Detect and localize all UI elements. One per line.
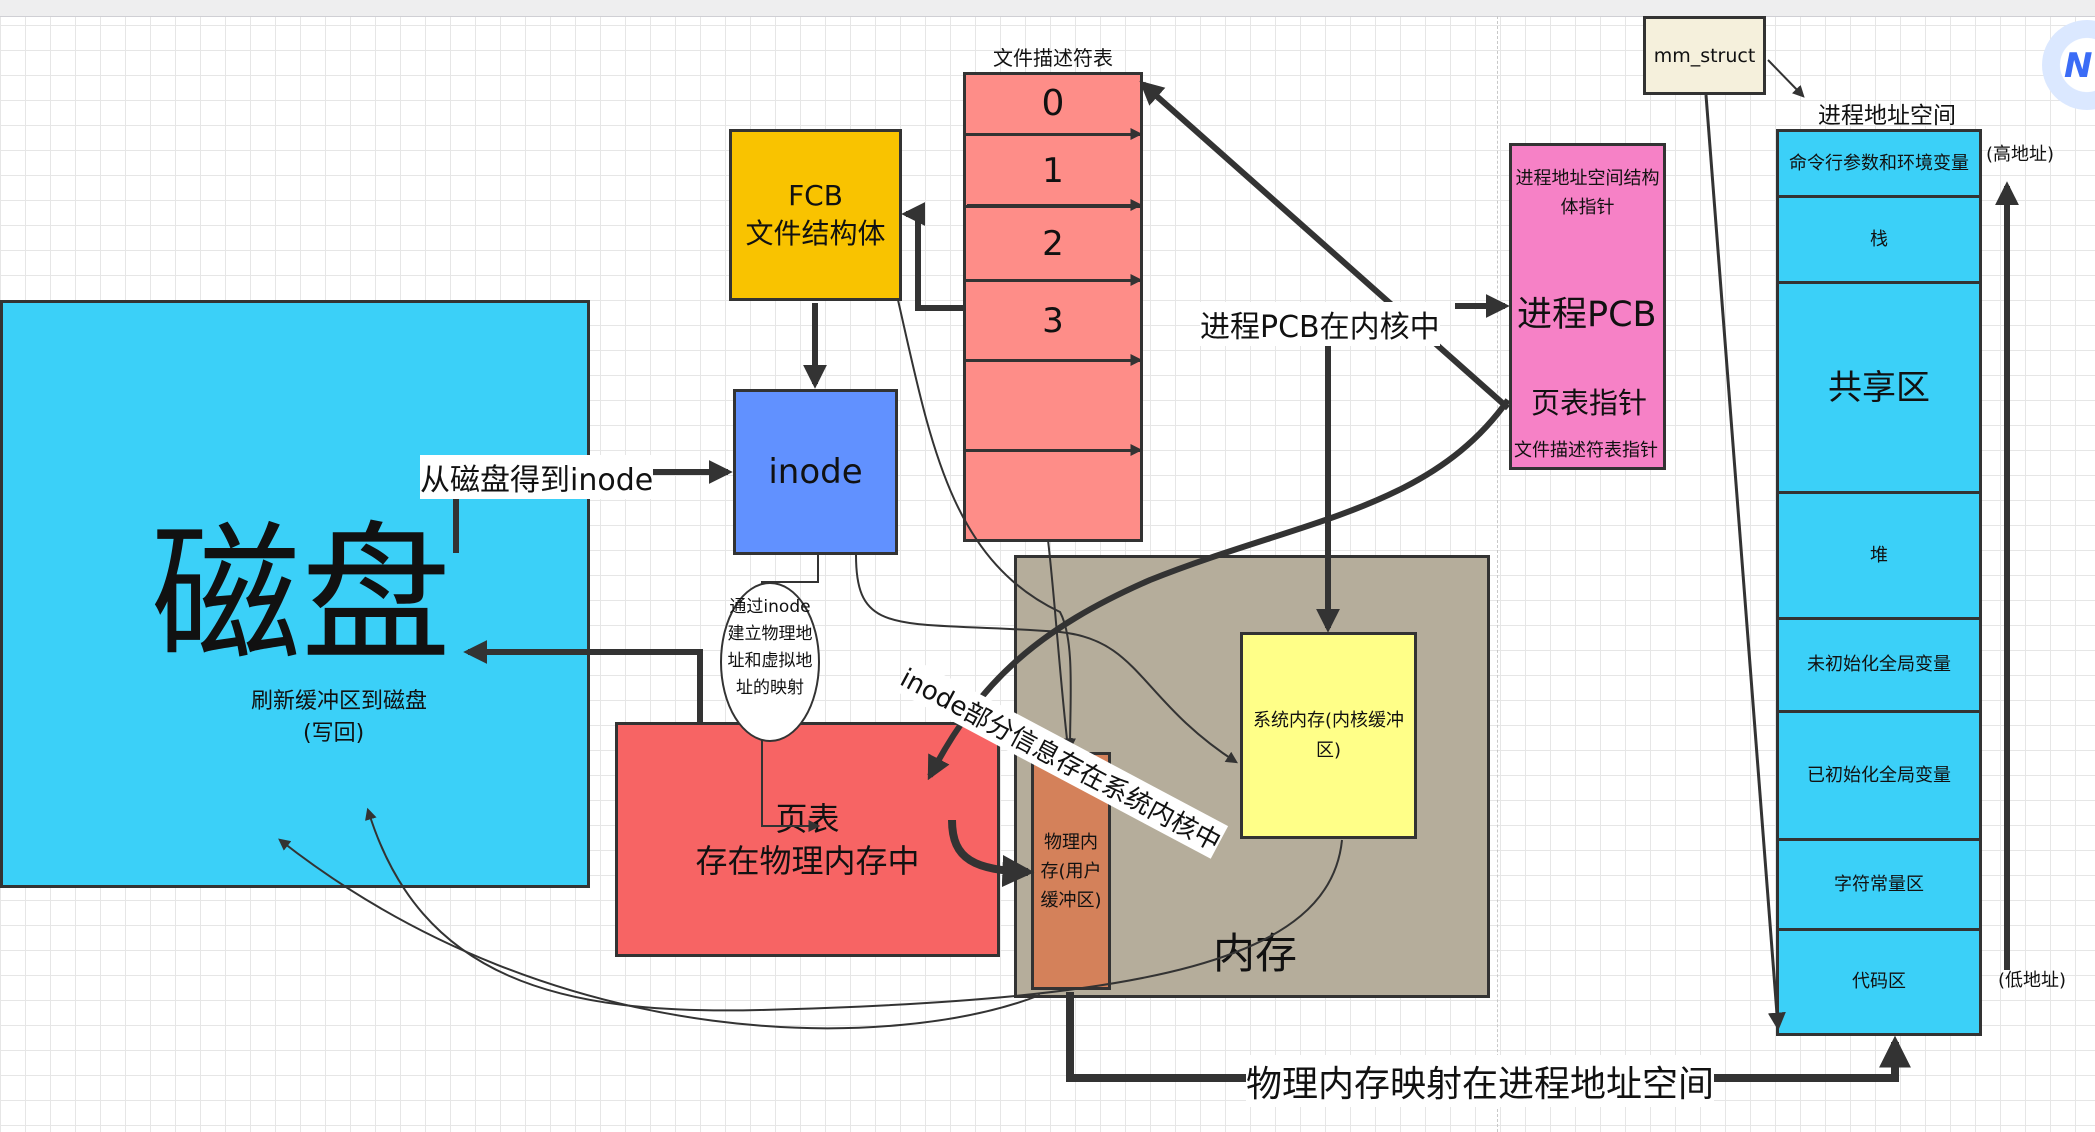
top-bar (0, 0, 2095, 17)
pcb-in-kernel-annotation: 进程PCB在内核中 (1200, 302, 1440, 346)
mm-struct-box[interactable]: mm_struct (1643, 16, 1766, 95)
segment-heap[interactable]: 堆 (1779, 494, 1979, 620)
memory-label: 内存 (1213, 929, 1298, 978)
pcb-title: 进程PCB (1517, 295, 1657, 335)
fcb-label: FCB (788, 179, 843, 212)
fcb-box[interactable]: FCB 文件结构体 (729, 129, 902, 301)
pcb-page-table-pointer: 页表指针 (1531, 386, 1648, 420)
segment-rodata[interactable]: 字符常量区 (1779, 841, 1979, 931)
fd-row-arrows (967, 128, 1143, 456)
inode-mapping-bubble: 通过inode建立物理地址和虚拟地址的映射 (720, 582, 820, 742)
from-disk-annotation: 从磁盘得到inode (420, 455, 654, 499)
fd-entry-1[interactable]: 1 (966, 136, 1140, 208)
mm-to-addrspace-arrow (1767, 59, 1805, 98)
phys-mapped-annotation: 物理内存映射在进程地址空间 (1246, 1055, 1715, 1107)
mm-struct-label: mm_struct (1653, 44, 1756, 67)
segment-data[interactable]: 已初始化全局变量 (1779, 713, 1979, 841)
disk-caption-line1: 刷新缓冲区到磁盘 (251, 689, 428, 714)
pcb-mm-pointer-label: 进程地址空间结构体指针 (1515, 168, 1660, 218)
pcb-to-fdtable-arrow (1139, 80, 1510, 411)
segment-bss[interactable]: 未初始化全局变量 (1779, 620, 1979, 713)
kernel-to-disk-curve (365, 807, 1343, 1012)
segment-stack[interactable]: 栈 (1779, 198, 1979, 284)
pagetable-to-buffer-arrow (948, 819, 1035, 888)
pcb-to-pagetable-arrow (927, 398, 1511, 781)
address-space-title: 进程地址空间 (1818, 103, 1956, 129)
kernel-buffer-label: 系统内存(内核缓冲区) (1252, 709, 1405, 761)
disk-caption-line2: (写回) (303, 721, 365, 746)
inode-to-kernel-line (855, 554, 1239, 764)
page-table-label: 页表 (775, 799, 840, 838)
inode-box[interactable]: inode (733, 389, 898, 555)
pcb-fd-table-pointer: 文件描述符表指针 (1514, 440, 1658, 461)
high-address-label: (高地址) (1986, 144, 2055, 165)
writeback-arrow (463, 640, 703, 722)
disk-box[interactable]: 磁盘 刷新缓冲区到磁盘 (写回) (0, 300, 590, 888)
fd-table-title: 文件描述符表 (993, 46, 1113, 70)
fd-table[interactable]: 0 1 2 3 (963, 72, 1143, 542)
disk-title: 磁盘 (151, 509, 452, 683)
user-buffer-label: 物理内存(用户缓冲区) (1040, 831, 1102, 911)
low-address-label: (低地址) (1998, 970, 2067, 991)
segment-args-env[interactable]: 命令行参数和环境变量 (1779, 132, 1979, 198)
inode-label: inode (768, 452, 863, 492)
page-table-sublabel: 存在物理内存中 (695, 841, 920, 880)
fd3-to-fcb-arrow (901, 202, 964, 311)
fd-to-buffer-line (1047, 539, 1073, 751)
mm-to-code-arrow (1704, 94, 1786, 1031)
kernel-buffer-box[interactable]: 系统内存(内核缓冲区) (1240, 632, 1417, 839)
segment-shared[interactable]: 共享区 (1779, 284, 1979, 494)
fcb-sublabel: 文件结构体 (745, 217, 886, 250)
address-space-stack[interactable]: 命令行参数和环境变量 栈 共享区 堆 未初始化全局变量 已初始化全局变量 字符常… (1776, 129, 1982, 1036)
segment-text[interactable]: 代码区 (1852, 971, 1906, 992)
pcb-box[interactable]: 进程地址空间结构体指针 进程PCB 页表指针 文件描述符表指针 (1509, 143, 1666, 470)
buffer-to-disk-curve (278, 838, 1041, 1030)
fcb-to-buffer-line (897, 299, 1077, 751)
page-divider (1497, 16, 1498, 1132)
